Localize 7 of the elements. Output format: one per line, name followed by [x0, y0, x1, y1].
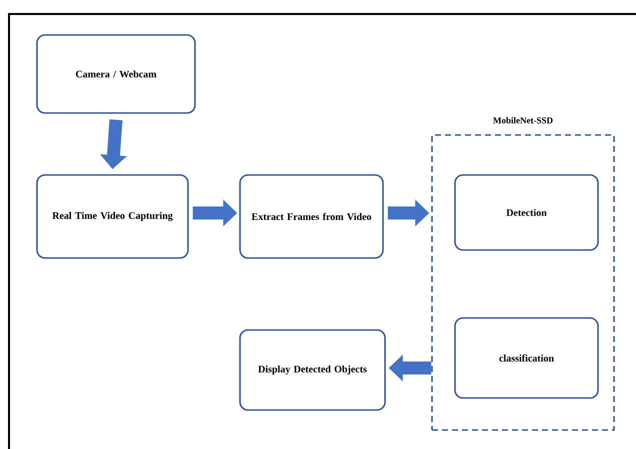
group-heading: MobileNet-SSD [493, 117, 553, 124]
process-box: classification [454, 317, 599, 399]
process-box: Real Time Video Capturing [36, 174, 189, 259]
process-box: Camera / Webcam [36, 34, 196, 114]
process-box: Extract Frames from Video [239, 174, 384, 259]
process-box: Display Detected Objects [239, 329, 386, 411]
process-box: Detection [454, 174, 599, 251]
